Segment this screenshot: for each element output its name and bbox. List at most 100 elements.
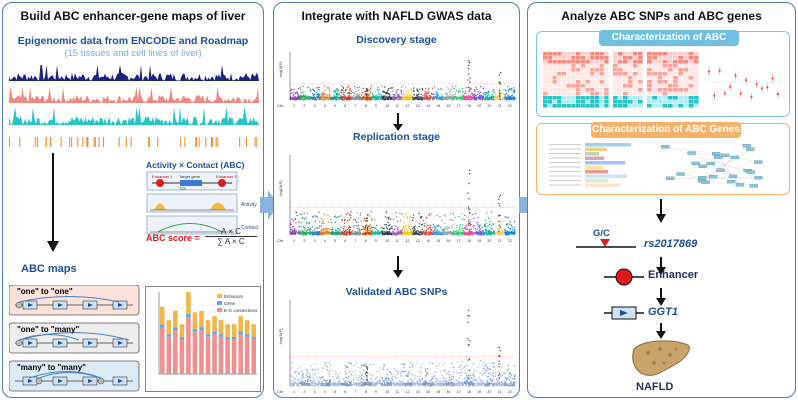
manhattan-point: [477, 366, 479, 368]
manhattan-point: [443, 227, 446, 230]
manhattan-point: [399, 380, 402, 382]
manhattan-point: [470, 87, 472, 90]
manhattan-point: [328, 95, 331, 98]
manhattan-point: [512, 87, 515, 89]
manhattan-point: [353, 96, 355, 99]
bar-gene: [192, 328, 198, 332]
manhattan-point: [302, 96, 305, 98]
manhattan-point: [457, 231, 459, 233]
manhattan-point: [373, 384, 376, 386]
manhattan-point: [447, 232, 449, 235]
manhattan-point: [325, 94, 327, 96]
manhattan-point: [294, 381, 297, 383]
manhattan-point: [399, 371, 402, 374]
manhattan-point: [402, 96, 405, 98]
manhattan-point: [359, 96, 361, 98]
legend-swatch: [217, 294, 222, 298]
manhattan-point: [457, 381, 460, 383]
manhattan-point: [326, 230, 329, 233]
manhattan-peak-point: [467, 309, 470, 311]
manhattan-point: [304, 94, 306, 97]
manhattan-point: [512, 99, 515, 101]
manhattan-point: [463, 218, 465, 221]
manhattan-point: [330, 219, 332, 221]
manhattan-point: [398, 233, 400, 235]
manhattan-point: [500, 381, 503, 383]
manhattan-point: [290, 375, 292, 377]
manhattan-point: [382, 231, 384, 234]
manhattan-point: [350, 380, 353, 382]
manhattan-point: [296, 383, 298, 385]
manhattan-point: [388, 230, 391, 233]
manhattan-point: [298, 225, 300, 228]
manhattan-point: [328, 93, 331, 96]
manhattan-point: [465, 372, 467, 374]
chr-tick-label: 5: [334, 390, 336, 394]
manhattan-point: [306, 97, 308, 100]
manhattan-point: [422, 98, 425, 100]
manhattan-point: [434, 232, 436, 234]
manhattan-point: [432, 362, 434, 365]
manhattan-point: [296, 375, 298, 378]
manhattan-point: [380, 231, 382, 233]
manhattan-point: [397, 95, 399, 97]
manhattan-point: [405, 93, 408, 95]
manhattan-point: [310, 365, 312, 368]
manhattan-point: [358, 233, 361, 236]
manhattan-point: [491, 228, 493, 230]
manhattan-point: [463, 95, 466, 97]
manhattan-point: [436, 231, 438, 233]
manhattan-point: [409, 88, 411, 90]
manhattan-point: [379, 367, 381, 369]
manhattan-point: [324, 99, 326, 101]
manhattan-point: [342, 93, 345, 96]
manhattan-point: [468, 375, 470, 377]
manhattan-point: [340, 231, 343, 233]
epigenomic-track: [9, 65, 259, 81]
manhattan-point: [380, 95, 382, 97]
heatmap-cell: [552, 56, 557, 60]
manhattan-point: [425, 383, 427, 385]
manhattan-peak-point: [499, 82, 501, 84]
manhattan-point: [504, 229, 506, 232]
manhattan-point: [406, 382, 409, 385]
manhattan-point: [402, 381, 404, 383]
manhattan-point: [317, 93, 319, 95]
bar-enhancer: [173, 310, 178, 328]
manhattan-point: [467, 374, 469, 376]
bar-e-g-connections: [244, 336, 250, 374]
manhattan-point: [403, 221, 405, 223]
manhattan-point: [433, 382, 436, 384]
map-enhancer: [97, 377, 105, 385]
manhattan-point: [380, 98, 382, 101]
manhattan-point: [452, 219, 454, 222]
manhattan-point: [453, 223, 455, 225]
manhattan-point: [401, 228, 404, 230]
manhattan-point: [493, 383, 495, 386]
manhattan-point: [372, 231, 375, 234]
chr-tick-label: 8: [365, 390, 367, 394]
manhattan-point: [426, 228, 428, 231]
heatmap-cell: [576, 52, 581, 56]
manhattan-point: [464, 92, 466, 94]
manhattan-point: [397, 89, 399, 91]
manhattan-point: [370, 85, 372, 87]
manhattan-point: [293, 88, 295, 91]
manhattan-point: [435, 378, 437, 380]
manhattan-point: [507, 231, 509, 233]
chr-tick-label: 14: [426, 104, 430, 108]
manhattan-point: [482, 374, 484, 376]
manhattan-point: [337, 380, 339, 383]
manhattan-point: [503, 380, 505, 383]
abc-maps-title: ABC maps: [21, 263, 77, 275]
manhattan-point: [465, 385, 468, 387]
manhattan-point: [313, 93, 316, 96]
manhattan-point: [491, 225, 493, 227]
manhattan-point: [456, 89, 458, 92]
manhattan-point: [316, 227, 319, 229]
manhattan-point: [328, 384, 331, 386]
manhattan-point: [467, 383, 470, 385]
manhattan-point: [487, 225, 489, 228]
manhattan-point: [380, 97, 382, 100]
manhattan-point: [450, 378, 452, 380]
